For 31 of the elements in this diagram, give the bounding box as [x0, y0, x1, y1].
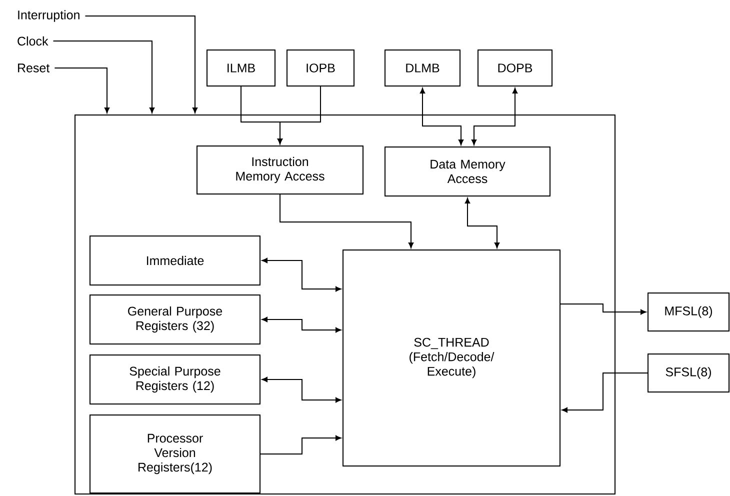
arrow	[277, 86, 321, 144]
block-box: IOPB	[286, 50, 354, 86]
block-box: DOPB	[478, 50, 552, 86]
block-box: Special Purpose Registers (12)	[90, 354, 260, 404]
block-box: SFSL(8)	[648, 354, 730, 392]
block-box: Processor Version Registers(12)	[90, 414, 260, 494]
block-box: ILMB	[206, 50, 276, 86]
arrow	[420, 88, 464, 146]
block-box: MFSL(8)	[648, 292, 730, 332]
arrow	[260, 435, 342, 454]
block-box: Immediate	[90, 236, 260, 286]
signal-label: Reset	[18, 64, 50, 72]
arrow	[262, 316, 342, 333]
block-box: DLMB	[384, 50, 460, 86]
block-box: SC_THREAD (Fetch/Decode/ Execute)	[342, 250, 560, 466]
arrow	[54, 68, 110, 114]
signal-label: Clock	[18, 36, 48, 46]
arrow	[560, 304, 646, 315]
processor-frame	[74, 114, 616, 494]
block-box: Data Memory Access	[384, 146, 550, 196]
arrow	[280, 194, 414, 248]
arrow	[262, 376, 342, 403]
arrow	[471, 88, 518, 146]
block-box: General Purpose Registers (32)	[90, 294, 260, 344]
signal-label: Interruption	[18, 10, 80, 22]
arrow	[562, 372, 648, 413]
arrow	[262, 258, 342, 292]
arrow	[52, 40, 155, 114]
arrow	[464, 198, 500, 248]
arrow	[84, 16, 198, 114]
block-box: Instruction Memory Access	[196, 146, 364, 194]
